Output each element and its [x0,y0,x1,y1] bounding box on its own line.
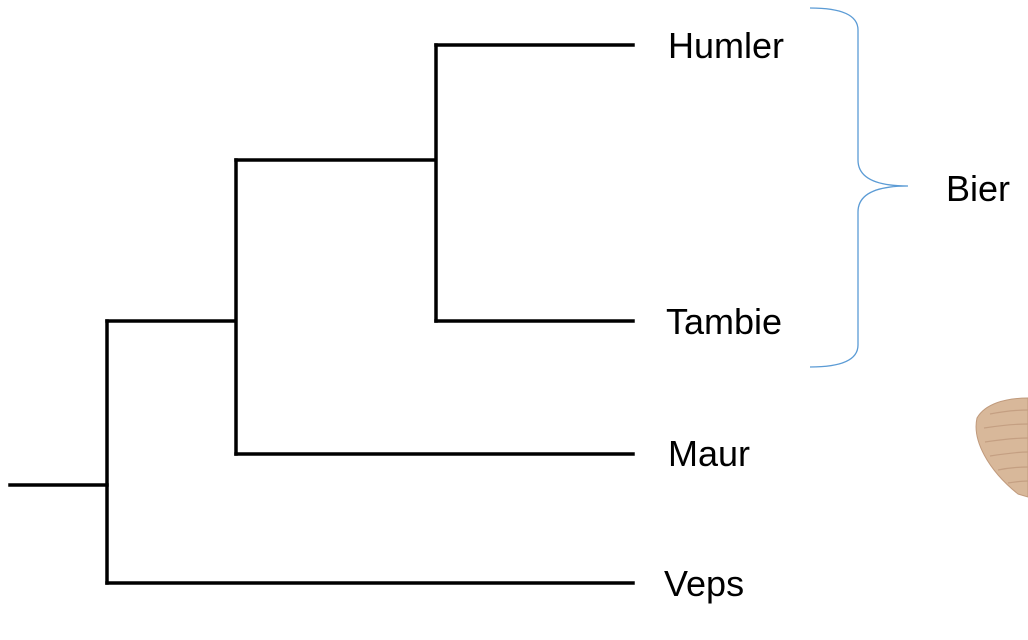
leaf-label-tambie: Tambie [666,301,782,342]
clade-label-bier: Bier [946,168,1010,209]
leaf-label-maur: Maur [668,433,750,474]
beetle-image-partial [975,397,1028,498]
leaf-label-humler: Humler [668,25,784,66]
leaf-label-veps: Veps [664,563,744,604]
clade-brace [809,7,909,368]
